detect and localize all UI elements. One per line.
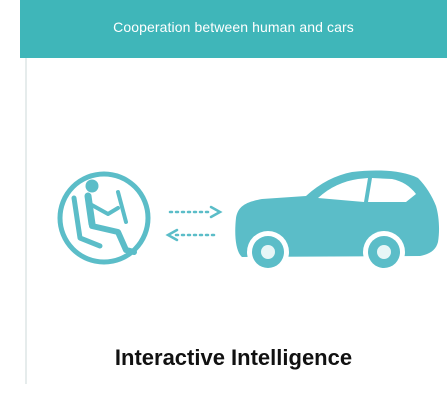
banner-title: Cooperation between human and cars: [113, 19, 354, 35]
left-rule: [25, 28, 27, 384]
car-icon: [235, 170, 440, 273]
driver-icon: [57, 171, 151, 265]
title-banner: Cooperation between human and cars: [20, 0, 447, 58]
caption: Interactive Intelligence: [114, 345, 353, 370]
bidirectional-arrows-icon: [165, 205, 223, 242]
